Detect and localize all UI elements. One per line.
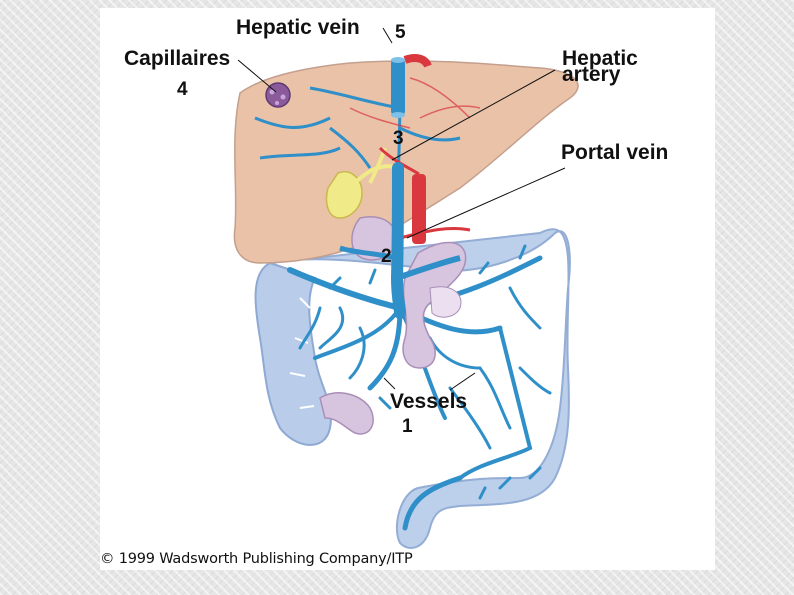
vessels-number: 1 [402,416,413,437]
hepatic-vein-number: 5 [395,22,406,43]
capillaires-label: Capillaires [124,47,231,70]
liver [233,60,579,264]
portal-vein [339,162,461,319]
diagram-slide: Hepatic vein 5 Capillaires 4 Hepatic art… [100,8,715,570]
hepatic-artery-label-line2: artery [562,63,621,86]
vessels-label: Vessels [390,390,468,413]
step-2-number: 2 [381,246,392,267]
hepatic-artery-label-line1: Hepatic [562,47,638,70]
hepatic-vein [391,57,405,118]
step-3-number: 3 [393,128,404,149]
hepatic-artery [378,54,471,244]
leader-lines [237,27,566,391]
hepatic-vein-label: Hepatic vein [236,16,360,39]
copyright-notice: © 1999 Wadsworth Publishing Company/ITP [100,551,413,567]
capillaires-number: 4 [177,79,188,100]
portal-vein-label: Portal vein [561,141,669,164]
stomach-pancreas [319,216,467,435]
large-intestine [254,228,571,549]
digestive-circulation-illustration [233,27,579,549]
